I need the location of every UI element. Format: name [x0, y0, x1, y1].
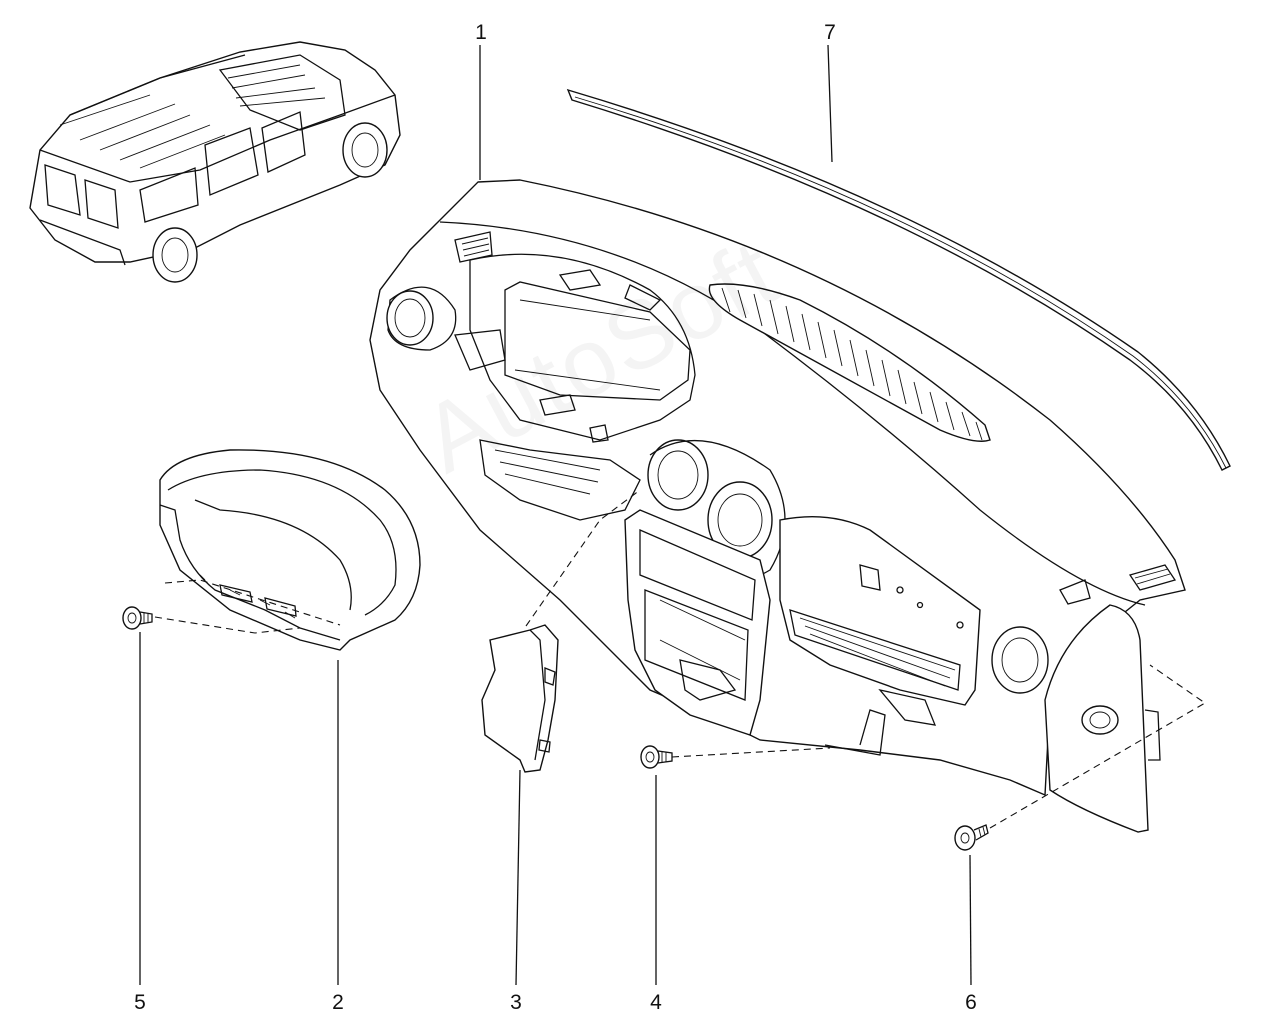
dashboard-main-body — [369, 179, 1186, 833]
callout-7: 7 — [824, 21, 836, 44]
windshield-trim-strip — [566, 88, 1231, 471]
trim-panel — [481, 624, 559, 773]
screw-part-4 — [640, 745, 673, 769]
instrument-cluster-hood — [159, 449, 421, 651]
leader-lines — [139, 44, 972, 986]
callout-6: 6 — [965, 991, 977, 1014]
screw-part-5 — [122, 606, 153, 630]
callout-2: 2 — [332, 991, 344, 1014]
callout-3: 3 — [510, 991, 522, 1014]
top-grille-slats — [721, 287, 983, 441]
screw-part-6 — [954, 824, 989, 851]
vehicle-thumbnail — [29, 41, 401, 283]
assembly-dashed-lines — [154, 489, 1207, 829]
callout-4: 4 — [650, 991, 662, 1014]
callout-5: 5 — [134, 991, 146, 1014]
callout-1: 1 — [475, 21, 487, 44]
